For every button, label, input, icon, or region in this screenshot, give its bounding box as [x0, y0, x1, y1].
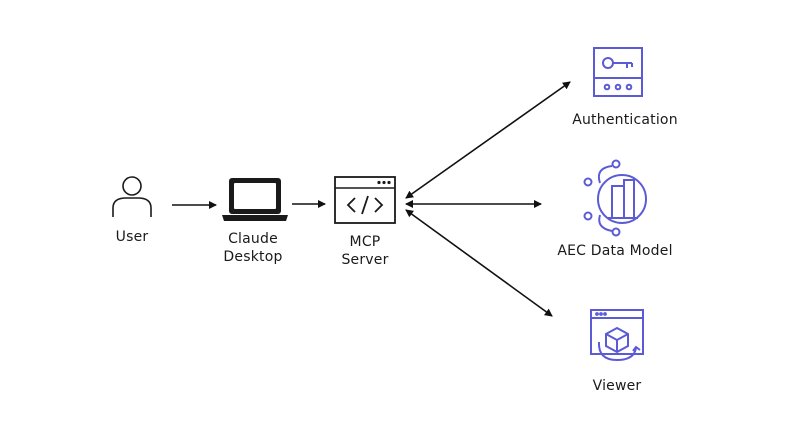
mcp-server-label: MCP Server: [320, 233, 410, 269]
aec-data-model-label: AEC Data Model: [540, 242, 690, 260]
key-panel-icon: [593, 47, 643, 97]
mcp-server-label-line2: Server: [341, 252, 389, 268]
user-label: User: [102, 228, 162, 246]
claude-desktop-label-line1: Claude: [228, 231, 278, 247]
laptop-icon: [222, 178, 288, 221]
arrow-mcp-authentication: [405, 81, 571, 199]
viewer-label: Viewer: [567, 377, 667, 395]
arrow-mcp-viewer: [405, 209, 553, 317]
authentication-label-text: Authentication: [572, 112, 678, 128]
claude-desktop-label-line2: Desktop: [223, 249, 283, 265]
authentication-label: Authentication: [550, 111, 700, 129]
cube-viewer-icon: [590, 309, 644, 362]
aec-data-model-label-text: AEC Data Model: [557, 243, 673, 259]
code-window-icon: [334, 176, 396, 224]
user-label-text: User: [115, 229, 149, 245]
user-icon: [112, 176, 152, 217]
mcp-server-label-line1: MCP: [349, 234, 381, 250]
viewer-label-text: Viewer: [592, 378, 642, 394]
claude-desktop-label: Claude Desktop: [200, 230, 306, 266]
building-data-icon: [583, 159, 647, 237]
